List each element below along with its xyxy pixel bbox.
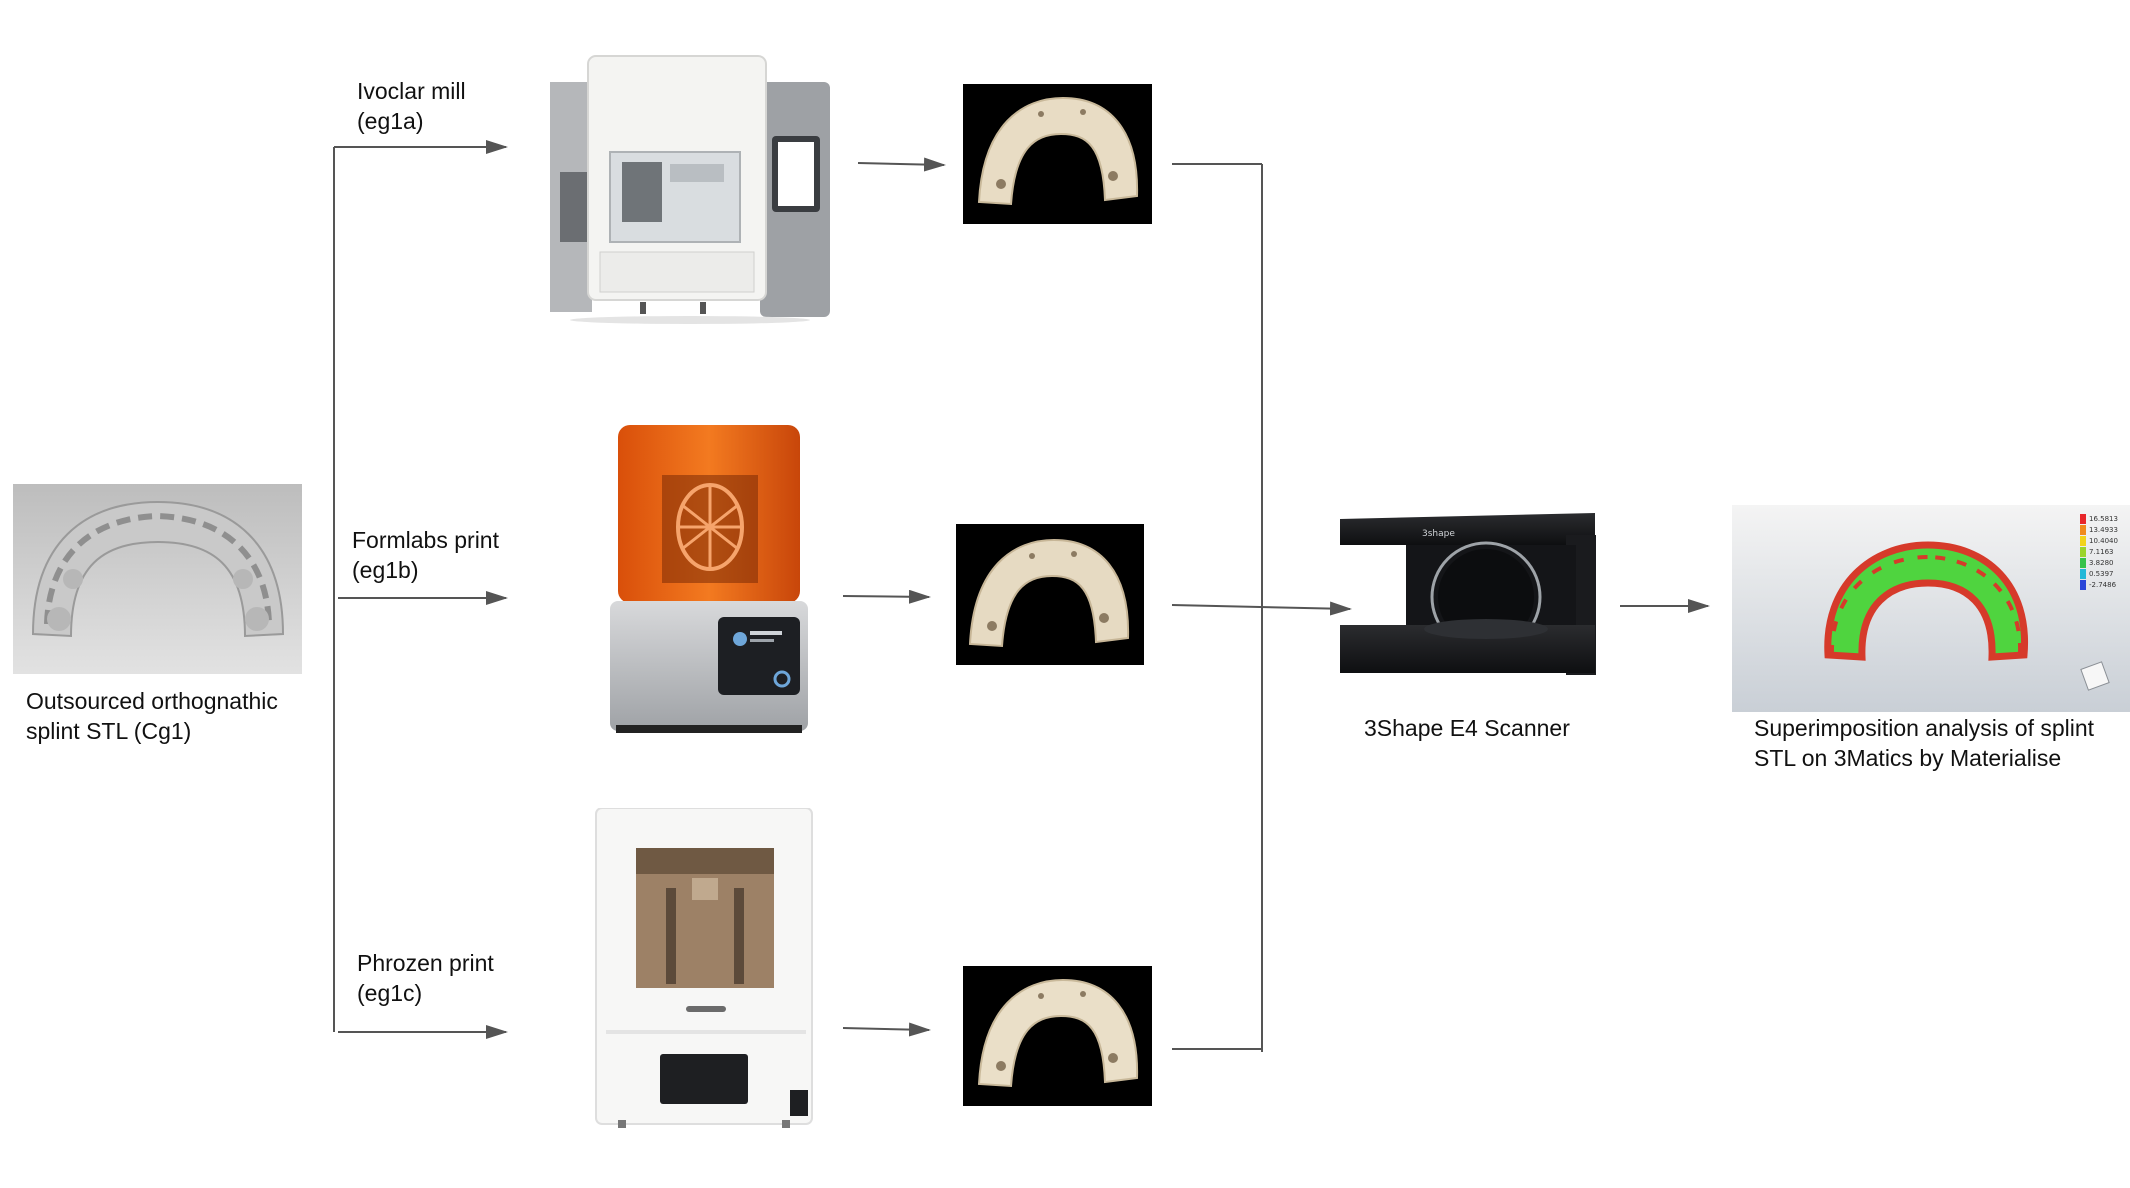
legend-entry: 0.5397	[2080, 568, 2128, 579]
source-caption-line1: Outsourced orthognathic	[26, 688, 278, 714]
legend-entry: 16.5813	[2080, 513, 2128, 524]
scanner-brand-mark: 3shape	[1422, 529, 1455, 539]
legend-entry: 7.1163	[2080, 546, 2128, 557]
arrow-to-scanner	[1171, 601, 1352, 616]
source-stl-image	[13, 484, 302, 674]
source-caption: Outsourced orthognathic splint STL (Cg1)	[26, 686, 278, 746]
legend-entry: 10.4040	[2080, 535, 2128, 546]
milled-splint-photo	[963, 84, 1152, 224]
legend-entry: 13.4933	[2080, 524, 2128, 535]
legend-value: 13.4933	[2089, 525, 2118, 534]
legend-swatch	[2080, 557, 2086, 568]
branch-code: (eg1a)	[357, 108, 424, 134]
branch-label-ivoclar: Ivoclar mill (eg1a)	[357, 76, 466, 136]
branch-name: Ivoclar mill	[357, 78, 466, 104]
lcd-printer-icon	[592, 807, 817, 1130]
analysis-caption-line1: Superimposition analysis of splint	[1754, 715, 2095, 741]
branch-label-formlabs: Formlabs print (eg1b)	[352, 525, 499, 585]
branch-label-phrozen: Phrozen print (eg1c)	[357, 948, 494, 1008]
legend-value: 3.8280	[2089, 558, 2114, 567]
legend-swatch	[2080, 524, 2086, 535]
legend-entry: -2.7486	[2080, 579, 2128, 590]
phrozen-splint-photo	[963, 966, 1152, 1106]
legend-swatch	[2080, 579, 2086, 590]
legend-value: 7.1163	[2089, 547, 2114, 556]
analysis-caption: Superimposition analysis of splint STL o…	[1754, 713, 2094, 773]
branch-code: (eg1b)	[352, 557, 419, 583]
legend-value-list: 16.5813 13.4933 10.4040 7.1163 3.8280 0.5397 -…	[2080, 513, 2128, 590]
legend-value: 0.5397	[2089, 569, 2114, 578]
superimposition-analysis-image: 16.5813 13.4933 10.4040 7.1163 3.8280 0.5397 -…	[1732, 505, 2130, 712]
legend-value: 16.5813	[2089, 514, 2118, 523]
milling-machine-icon	[550, 52, 835, 324]
analysis-caption-line2: STL on 3Matics by Materialise	[1754, 745, 2062, 771]
scanner-caption: 3Shape E4 Scanner	[1364, 713, 1570, 743]
formlabs-splint-photo	[956, 524, 1144, 665]
branch-name: Formlabs print	[352, 527, 499, 553]
legend-swatch	[2080, 568, 2086, 579]
legend-swatch	[2080, 513, 2086, 524]
scanner-label: 3Shape E4 Scanner	[1364, 715, 1570, 741]
legend-swatch	[2080, 535, 2086, 546]
legend-value: 10.4040	[2089, 536, 2118, 545]
source-caption-line2: splint STL (Cg1)	[26, 718, 192, 744]
arrow-formlabs-to-splint	[842, 589, 931, 604]
resin-printer-icon	[600, 425, 818, 737]
arrow-mill-to-splint	[857, 157, 946, 172]
branch-name: Phrozen print	[357, 950, 494, 976]
desktop-scanner-icon: 3shape	[1336, 505, 1599, 690]
legend-swatch	[2080, 546, 2086, 557]
legend-value: -2.7486	[2089, 580, 2117, 589]
arrow-phrozen-to-splint	[842, 1022, 931, 1037]
branch-code: (eg1c)	[357, 980, 423, 1006]
legend-entry: 3.8280	[2080, 557, 2128, 568]
